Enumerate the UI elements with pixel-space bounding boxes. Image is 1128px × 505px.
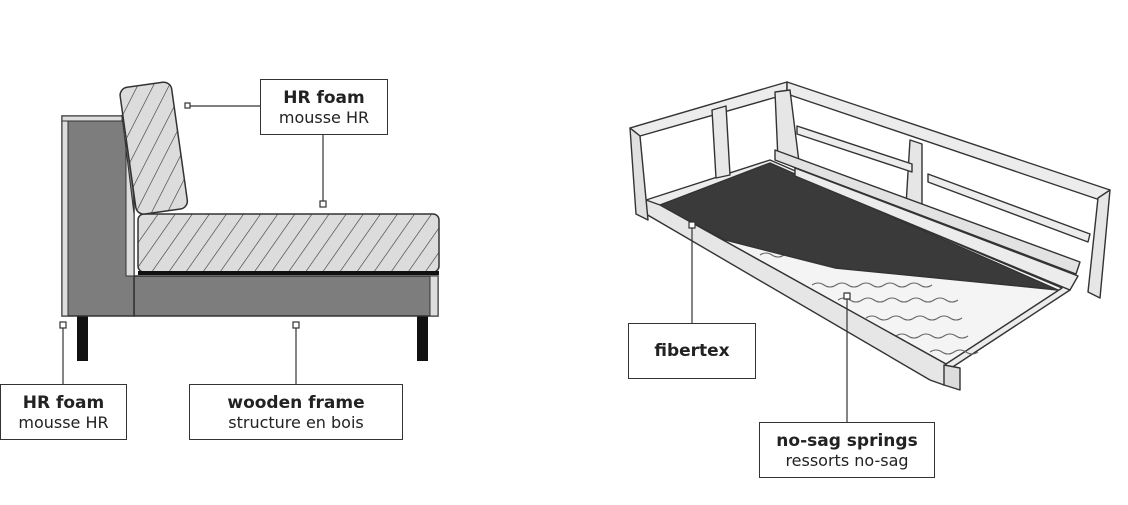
- label-title: HR foam: [283, 87, 365, 108]
- back-cushion: [119, 81, 189, 215]
- label-title: no-sag springs: [776, 430, 918, 451]
- label-title: HR foam: [22, 392, 105, 413]
- fibertex-sheet: [659, 162, 1059, 291]
- sofa-leg-right: [417, 316, 428, 361]
- label-subtitle: structure en bois: [228, 412, 364, 432]
- sofa-side-view: [59, 81, 440, 384]
- label-wooden-frame: wooden frame structure en bois: [189, 384, 403, 440]
- label-backrest-hr-foam: HR foam mousse HR: [260, 79, 388, 135]
- label-title: wooden frame: [227, 392, 365, 413]
- label-no-sag-springs: no-sag springs ressorts no-sag: [759, 422, 935, 478]
- label-fibertex: fibertex: [628, 323, 756, 379]
- sofa-frame-isometric: [629, 81, 1111, 424]
- label-subtitle: mousse HR: [278, 107, 370, 127]
- armrest-frame: [61, 115, 135, 317]
- label-subtitle: ressorts no-sag: [785, 450, 909, 470]
- wooden-frame-base: [133, 275, 439, 317]
- label-subtitle: mousse HR: [18, 412, 109, 432]
- label-title: fibertex: [654, 341, 730, 361]
- label-armrest-hr-foam: HR foam mousse HR: [0, 384, 127, 440]
- sofa-leg-left: [77, 316, 88, 361]
